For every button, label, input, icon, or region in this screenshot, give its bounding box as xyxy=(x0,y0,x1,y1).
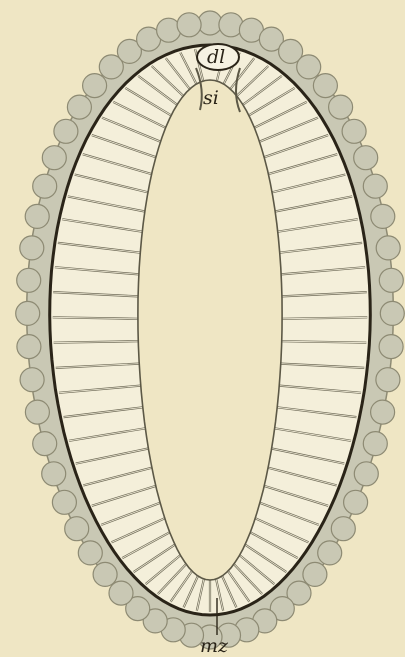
epithelium-lobe xyxy=(17,335,41,359)
epithelium-lobe xyxy=(376,236,400,260)
epithelium-lobe xyxy=(297,55,321,79)
epithelium-lobe xyxy=(198,11,222,35)
epithelium-lobe xyxy=(25,204,49,228)
epithelium-lobe xyxy=(318,541,342,565)
epithelium-lobe xyxy=(42,462,66,486)
epithelium-lobe xyxy=(342,119,366,143)
epithelium-lobe xyxy=(52,490,76,514)
epithelium-lobe xyxy=(65,517,89,541)
epithelium-lobe xyxy=(17,268,41,292)
epithelium-lobe xyxy=(371,204,395,228)
epithelium-lobe xyxy=(83,74,107,98)
epithelium-lobe xyxy=(329,95,353,119)
epithelium-lobe xyxy=(16,301,40,325)
epithelium-lobe xyxy=(376,368,400,392)
epithelium-lobe xyxy=(42,146,66,170)
label-dl: dl xyxy=(207,46,225,68)
epithelium-lobe xyxy=(354,146,378,170)
label-si: si xyxy=(203,87,219,109)
epithelium-lobe xyxy=(20,368,44,392)
epithelium-lobe xyxy=(379,335,403,359)
epithelium-lobe xyxy=(354,462,378,486)
epithelium-lobe xyxy=(313,74,337,98)
epithelium-lobe xyxy=(54,119,78,143)
epithelium-lobe xyxy=(177,13,201,37)
epithelium-lobe xyxy=(363,174,387,198)
epithelium-lobe xyxy=(25,400,49,424)
epithelium-lobe xyxy=(20,236,44,260)
epithelium-lobe xyxy=(380,301,404,325)
epithelium-lobe xyxy=(78,541,102,565)
label-mz: mz xyxy=(200,635,229,657)
epithelium-lobe xyxy=(109,581,133,605)
epithelium-lobe xyxy=(363,432,387,456)
epithelium-lobe xyxy=(93,562,117,586)
epithelium-lobe xyxy=(33,432,57,456)
epithelium-lobe xyxy=(67,95,91,119)
epithelium-lobe xyxy=(33,174,57,198)
epithelium-lobe xyxy=(303,562,327,586)
epithelium-lobe xyxy=(344,490,368,514)
epithelium-lobe xyxy=(331,517,355,541)
epithelium-lobe xyxy=(371,400,395,424)
epithelium-lobe xyxy=(379,268,403,292)
